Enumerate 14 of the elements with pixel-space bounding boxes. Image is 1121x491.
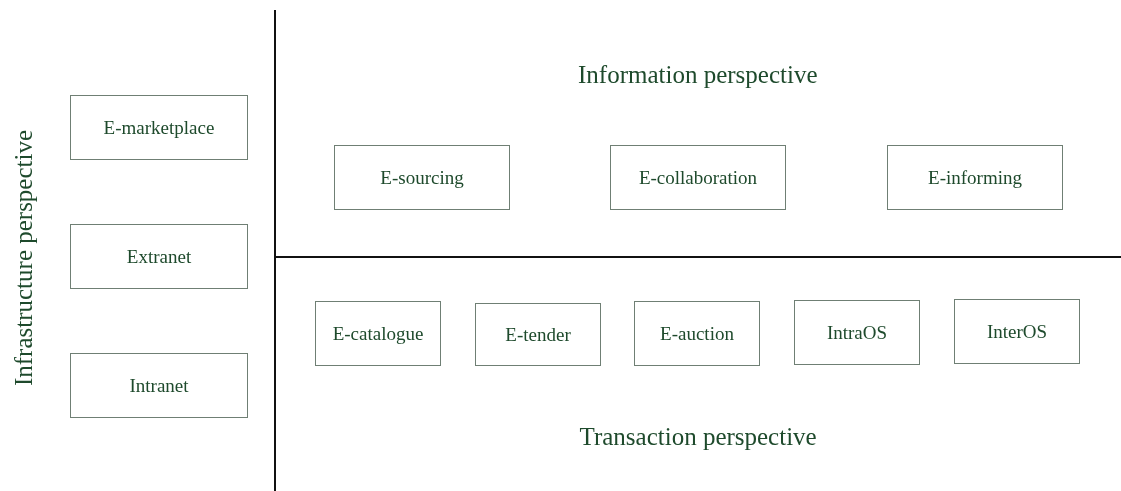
category-box: E-collaboration [610, 145, 786, 210]
category-box: E-catalogue [315, 301, 441, 366]
perspective-label: Information perspective [578, 61, 818, 89]
perspective-label: Infrastructure perspective [10, 129, 39, 387]
perspective-label: Transaction perspective [579, 423, 817, 451]
category-box: E-marketplace [70, 95, 248, 160]
category-box: E-auction [634, 301, 760, 366]
category-box: InterOS [954, 299, 1080, 364]
category-box: E-sourcing [334, 145, 510, 210]
category-box: Extranet [70, 224, 248, 289]
category-box: Intranet [70, 353, 248, 418]
category-box: E-informing [887, 145, 1063, 210]
category-box: IntraOS [794, 300, 920, 365]
category-box: E-tender [475, 303, 601, 366]
